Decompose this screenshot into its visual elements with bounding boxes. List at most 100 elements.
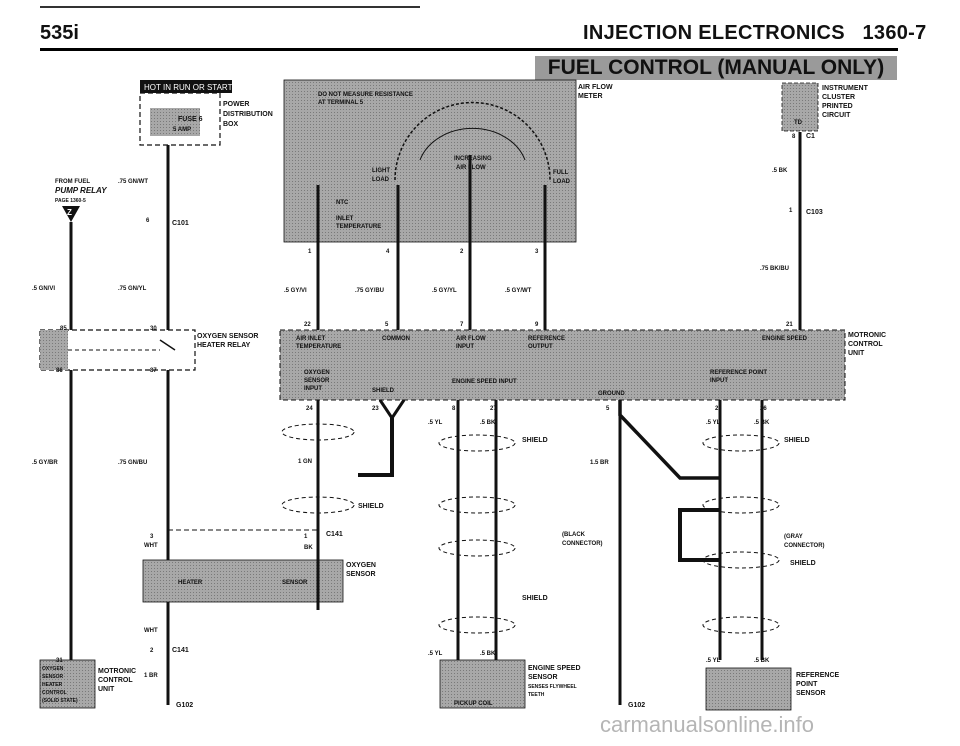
from-fuel-3: PAGE 1360-5 (55, 198, 86, 204)
wire-label-75gybu: .75 GY/BU (355, 288, 384, 294)
es-sensor-2: SENSOR (528, 674, 558, 681)
pin85: 85 (60, 326, 67, 332)
ecu-shield: SHIELD (372, 388, 395, 394)
pin6-label: 6 (146, 218, 150, 224)
from-fuel-2: PUMP RELAY (55, 186, 107, 195)
power-dist-label-2: DISTRIBUTION (223, 111, 273, 118)
fuse-shading (150, 108, 200, 136)
wire-label-5bk-2: .5 BK (480, 651, 496, 657)
engine-speed-sensor-box (439, 659, 526, 709)
motronic-left-box (39, 659, 96, 709)
ref-shield-label-2: SHIELD (790, 560, 816, 567)
ecu-pin27: 27 (490, 406, 497, 412)
afm-label-1: AIR FLOW (578, 84, 613, 91)
br-label: 1 BR (144, 673, 158, 679)
wire-label-5bk-4: .5 BK (754, 658, 770, 664)
wire-label-5gybr: .5 GY/BR (32, 460, 58, 466)
pin2-label: 2 (150, 648, 154, 654)
ic-label-3: PRINTED (822, 103, 853, 110)
es-shield-mid (438, 496, 516, 514)
wire-label-5yl-3: .5 YL (706, 420, 721, 426)
wire-label-5gywt: .5 GY/WT (505, 288, 532, 294)
ic-td: TD (794, 120, 803, 126)
increasing-1: INCREASING (454, 156, 492, 162)
ground-branch (618, 400, 720, 480)
wire-label-5bk: .5 BK (772, 168, 788, 174)
pickup-label: PICKUP COIL (454, 701, 493, 707)
wht-label-1: WHT (144, 543, 158, 549)
wire-label-75bkbu: .75 BK/BU (760, 266, 789, 272)
mu-left-5: (SOLID STATE) (42, 698, 78, 704)
ecu-airflow-1: AIR FLOW (456, 336, 486, 342)
wire-label-75gnwt: .75 GN/WT (118, 179, 148, 185)
from-fuel-1: FROM FUEL (55, 179, 90, 185)
ecu-pin21: 21 (786, 322, 793, 328)
ic-label-4: CIRCUIT (822, 112, 851, 119)
ecu-pin7: 7 (460, 322, 464, 328)
shield-drain (378, 399, 406, 421)
ref-sensor-1: REFERENCE (796, 672, 840, 679)
gray-conn-2: CONNECTOR) (784, 543, 825, 549)
ecu-pin5b: 5 (606, 406, 610, 412)
wire-label-75gnbu: .75 GN/BU (118, 460, 147, 466)
inlet-temp-1: INLET (336, 216, 354, 222)
wire-label-5yl-1: .5 YL (428, 420, 443, 426)
pin87: 87 (150, 368, 157, 374)
mu-label-2: CONTROL (98, 677, 133, 684)
ecu-rpi-2: INPUT (710, 378, 728, 384)
g102-mid-label: G102 (628, 702, 645, 709)
ecu-ref-2: OUTPUT (528, 344, 553, 350)
afm-potentiometer-arc (394, 101, 551, 181)
wire-label-5gyvi: .5 GY/VI (284, 288, 307, 294)
fuse-label: FUSE 6 (178, 116, 203, 123)
ref-shield-drain (678, 508, 720, 562)
light-load-1: LIGHT (372, 168, 390, 174)
mu-label-3: UNIT (98, 686, 115, 693)
mu-left-3: HEATER (42, 682, 63, 688)
gray-conn-1: (GRAY (784, 534, 803, 540)
power-dist-label-1: POWER (223, 101, 249, 108)
wire-label-15br: 1.5 BR (590, 460, 609, 466)
c1-label: C1 (806, 133, 815, 140)
reference-point-sensor-box (705, 667, 792, 711)
motronic-right-2: CONTROL (848, 341, 883, 348)
c141-label-2: C141 (172, 647, 189, 654)
es-shield-bottom (438, 616, 516, 634)
ecu-oxy-2: SENSOR (304, 378, 330, 384)
oxy-relay-label-2: HEATER RELAY (197, 342, 251, 349)
pin30: 30 (150, 326, 157, 332)
afm-warning-1: DO NOT MEASURE RESISTANCE (318, 92, 413, 98)
ecu-airflow-2: INPUT (456, 344, 474, 350)
wire-label-5gnvi: .5 GN/VI (32, 286, 55, 292)
mu-left-4: CONTROL (42, 690, 67, 696)
black-conn-1: (BLACK (562, 532, 586, 538)
ref-shield-top (702, 434, 780, 452)
hot-in-run-box (140, 80, 232, 93)
ref-shield-bottom (702, 616, 780, 634)
oxy-sensor-label-2: SENSOR (346, 571, 376, 578)
diagram-banner: FUEL CONTROL (MANUAL ONLY) (535, 56, 897, 80)
afm-warning-2: AT TERMINAL 5 (318, 100, 364, 106)
power-dist-label-3: BOX (223, 121, 239, 128)
ecu-esi: ENGINE SPEED INPUT (452, 379, 517, 385)
oxygen-sensor-box (142, 559, 344, 603)
es-sensor-1: ENGINE SPEED (528, 665, 581, 672)
ecu-pin24: 24 (306, 406, 313, 412)
afm-pin2: 2 (460, 249, 464, 255)
c103-label: C103 (806, 209, 823, 216)
afm-pin3: 3 (535, 249, 539, 255)
fuse-amp-label: 5 AMP (173, 127, 191, 133)
ecu-pin9: 9 (535, 322, 539, 328)
motronic-right-1: MOTRONIC (848, 332, 886, 339)
ecu-oxy-3: INPUT (304, 386, 322, 392)
afm-label-2: METER (578, 93, 603, 100)
wire-label-5bk-3: .5 BK (754, 420, 770, 426)
instrument-cluster-box (781, 82, 819, 132)
g102-label: G102 (176, 702, 193, 709)
motronic-right-3: UNIT (848, 350, 865, 357)
relay-coil-shading (40, 330, 68, 370)
afm-increasing-arc (419, 127, 526, 161)
ecu-pin26: 26 (760, 406, 767, 412)
ecu-ground: GROUND (598, 391, 625, 397)
